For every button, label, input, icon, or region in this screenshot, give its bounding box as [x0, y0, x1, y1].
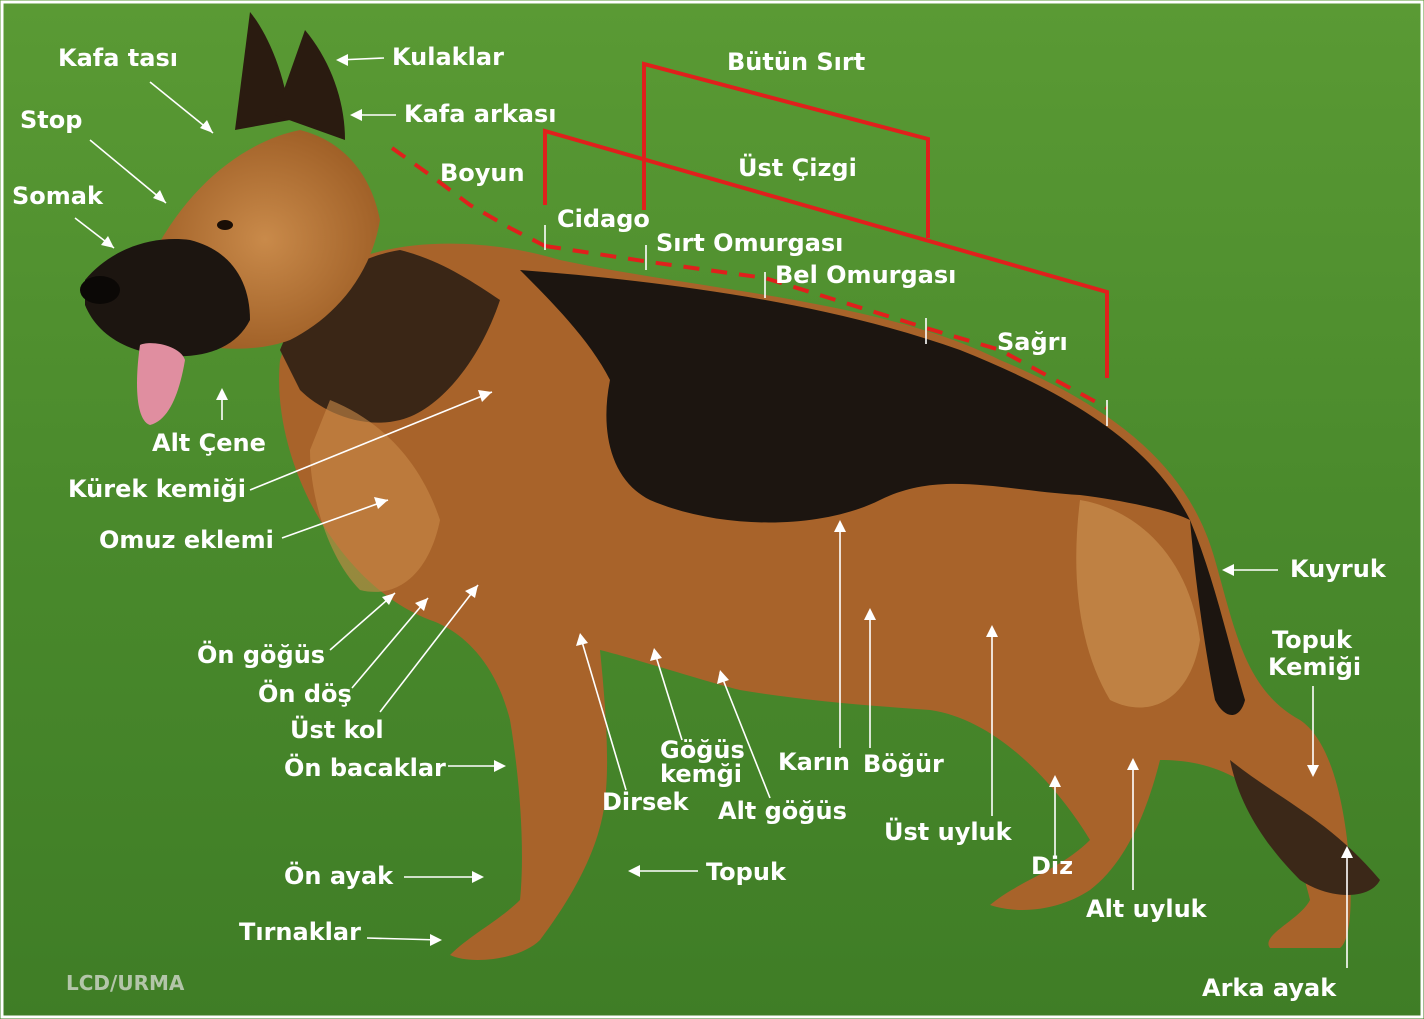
label-alt-gogus: Alt göğüs [718, 797, 847, 825]
label-kulaklar: Kulaklar [392, 43, 504, 71]
label-dirsek: Dirsek [602, 788, 690, 816]
label-omuz-eklemi: Omuz eklemi [99, 526, 274, 554]
label-sirt-omurgasi: Sırt Omurgası [656, 229, 843, 257]
label-ust-kol: Üst kol [290, 714, 384, 744]
label-kafa-tasi: Kafa tası [58, 44, 178, 72]
label-on-gogus: Ön göğüs [197, 639, 325, 669]
label-topuk: Topuk [706, 858, 787, 886]
label-kafa-arkasi: Kafa arkası [404, 100, 556, 128]
label-alt-uyluk: Alt uyluk [1086, 895, 1208, 923]
label-boyun: Boyun [440, 159, 525, 187]
label-on-ayak: Ön ayak [284, 860, 394, 890]
label-gogus-kemigi-line2: kemği [660, 760, 742, 788]
label-kuyruk: Kuyruk [1290, 555, 1387, 583]
label-tirnaklar: Tırnaklar [239, 918, 361, 946]
label-diz: Diz [1031, 852, 1073, 880]
watermark: LCD/URMA [66, 971, 185, 995]
label-arka-ayak: Arka ayak [1202, 974, 1337, 1002]
label-topuk-kemigi-line2: Kemiği [1268, 653, 1361, 681]
label-on-bacaklar: Ön bacaklar [284, 752, 446, 782]
label-ust-uyluk: Üst uyluk [884, 816, 1013, 846]
label-on-dos: Ön döş [258, 678, 352, 708]
label-somak: Somak [12, 182, 104, 210]
label-butun-sirt: Bütün Sırt [727, 48, 865, 76]
label-cidago: Cidago [557, 205, 650, 233]
label-ust-cizgi: Üst Çizgi [738, 152, 857, 182]
label-stop: Stop [20, 106, 82, 134]
label-kurek-kemigi: Kürek kemiği [68, 475, 246, 503]
label-topuk-kemigi-line1: Topuk [1272, 626, 1353, 654]
label-sagri: Sağrı [997, 328, 1068, 356]
label-bogur: Böğür [863, 750, 944, 778]
label-karin: Karın [778, 748, 850, 776]
label-bel-omurgasi: Bel Omurgası [775, 261, 956, 289]
label-alt-cene: Alt Çene [152, 429, 266, 457]
